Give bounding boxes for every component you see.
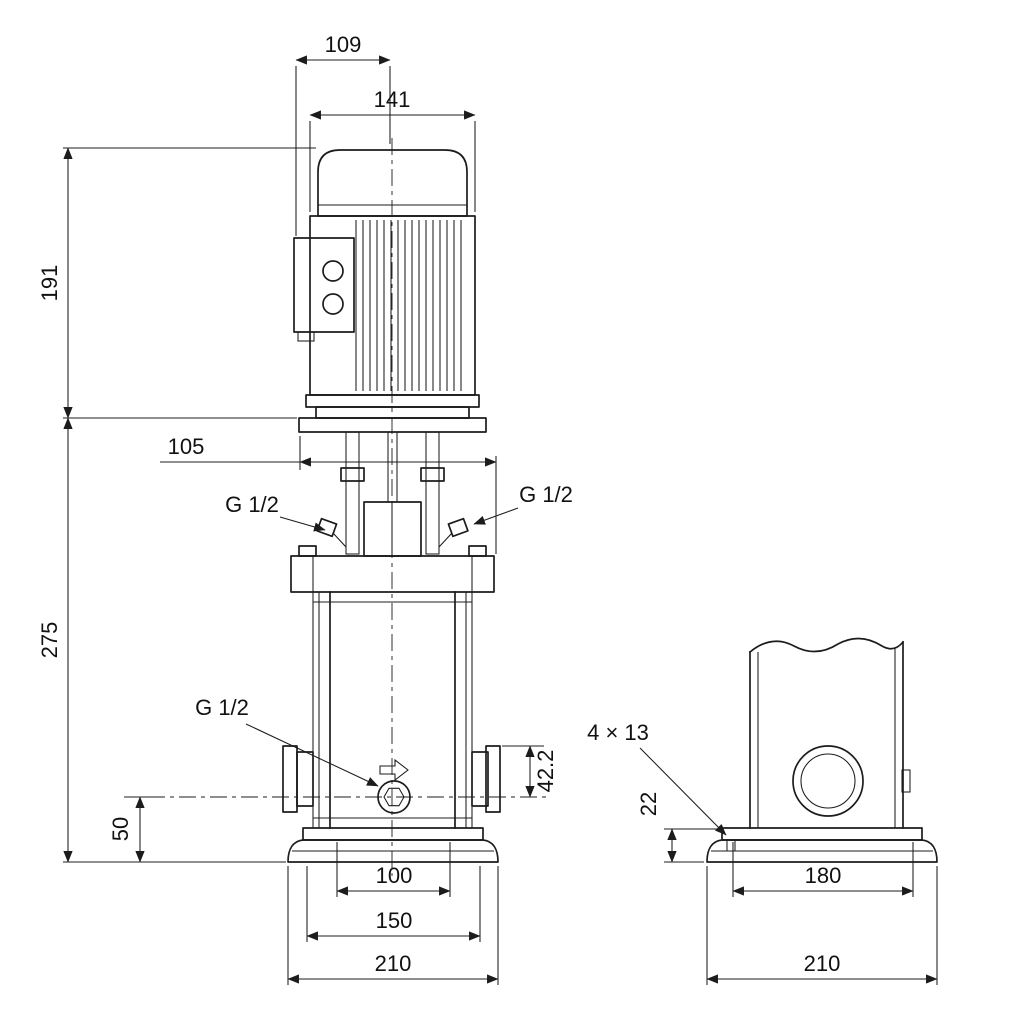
dim-210-front: 210 [287, 866, 499, 985]
staybolts [312, 592, 473, 828]
base-front [287, 827, 499, 863]
motor-body [309, 215, 476, 396]
dim-42-2: 42.2 [502, 745, 558, 798]
stud-nut-right [420, 467, 445, 482]
cable-entry-top [322, 260, 344, 282]
dim-22-label: 22 [636, 792, 661, 816]
dim-210-front-label: 210 [375, 951, 412, 976]
dim-150: 150 [306, 866, 481, 942]
port-flange-left [282, 745, 298, 813]
dim-22: 22 [636, 792, 720, 863]
dim-210-side: 210 [706, 866, 938, 985]
suction-discharge-ports [282, 745, 501, 813]
side-plug [901, 769, 911, 793]
dim-180: 180 [732, 842, 914, 897]
dim-275-label: 275 [37, 622, 62, 659]
dim-50-label: 50 [108, 817, 133, 841]
motor-stool [298, 394, 487, 433]
pump-head [290, 545, 495, 593]
break-line [748, 637, 905, 654]
shaft [387, 432, 398, 502]
dim-50: 50 [108, 796, 150, 863]
dim-191-label: 191 [37, 265, 62, 302]
motor-fins [355, 220, 462, 391]
dim-141-label: 141 [374, 87, 411, 112]
port-flange-right [485, 745, 501, 813]
flow-direction-arrow [379, 758, 409, 782]
g-plug-left-label: G 1/2 [225, 492, 279, 517]
dim-180-label: 180 [805, 863, 842, 888]
g-plug-right-label: G 1/2 [519, 482, 573, 507]
coupling-section [316, 431, 469, 557]
dim-109: 109 [295, 32, 391, 236]
drain-plug [377, 758, 411, 814]
base-holes-label: 4 × 13 [587, 720, 649, 745]
side-port-inner [800, 753, 856, 809]
dim-150-label: 150 [376, 908, 413, 933]
chamber-stack [312, 591, 473, 829]
dim-100: 100 [336, 842, 451, 897]
dim-100-label: 100 [376, 863, 413, 888]
dim-105: 105 [160, 434, 497, 554]
dim-42-2-label: 42.2 [533, 750, 558, 793]
callout-base-holes: 4 × 13 [587, 720, 727, 836]
side-port-outer [792, 745, 864, 817]
callout-g-plug-left: G 1/2 [225, 492, 326, 532]
g-drain-label: G 1/2 [195, 695, 249, 720]
motor [293, 149, 476, 396]
vent-plug-right [447, 517, 469, 538]
dim-109-label: 109 [325, 32, 362, 57]
dim-141: 141 [309, 87, 476, 212]
dim-210-side-label: 210 [804, 951, 841, 976]
dim-191: 191 [37, 147, 316, 419]
cable-entry-bottom [322, 293, 344, 315]
callout-g-plug-right: G 1/2 [473, 482, 573, 525]
terminal-box [293, 237, 355, 333]
side-view [706, 637, 938, 863]
fan-cover [317, 149, 468, 217]
dim-105-label: 105 [168, 434, 205, 459]
plug-hex [383, 787, 405, 807]
centerlines [148, 138, 548, 876]
sleeve [329, 591, 456, 829]
stud-nut-left [340, 467, 365, 482]
base-bolt-slot [726, 841, 736, 851]
dim-275: 275 [37, 417, 286, 863]
callout-g-drain: G 1/2 [195, 695, 379, 787]
